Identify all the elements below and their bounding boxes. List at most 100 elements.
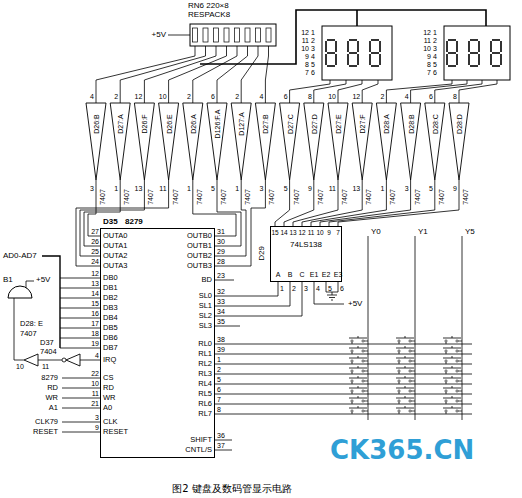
switch-contact <box>398 370 400 372</box>
pin-label: 1 <box>280 285 284 292</box>
pin-label: 5 <box>433 61 437 68</box>
pin-label: DB6 <box>103 334 118 342</box>
pin-label: 9 <box>308 185 312 192</box>
resistor-symbol <box>224 28 229 42</box>
pin-label: 10 <box>159 93 167 100</box>
switch-symbol <box>364 401 368 402</box>
pin-label: 7407 <box>268 189 275 205</box>
connector <box>215 282 278 296</box>
switch-contact <box>362 380 364 382</box>
resistor-symbol <box>256 28 261 42</box>
pin-label: 29 <box>217 248 225 255</box>
switch-symbol <box>358 366 359 368</box>
pin-label: 36 <box>217 432 225 439</box>
wire <box>215 344 472 345</box>
wire <box>215 374 472 375</box>
pin-label: WR <box>46 394 59 402</box>
wire <box>329 180 435 226</box>
pin-label: D27:F <box>359 114 366 133</box>
wire <box>62 398 100 399</box>
switch-contact <box>362 400 364 402</box>
pin-label: 23 <box>217 272 225 279</box>
wire <box>80 360 100 361</box>
switch-contact <box>362 410 364 412</box>
pin-label: D27:C <box>286 114 293 134</box>
pin-label: 7 <box>427 69 431 76</box>
pin-label: CLK <box>103 418 118 426</box>
switch-contact <box>409 370 411 372</box>
switch-contact <box>409 380 411 382</box>
switch-symbol <box>405 386 406 388</box>
switch-contact <box>362 370 364 372</box>
switch-contact <box>398 390 400 392</box>
pin-label: CS <box>103 374 113 382</box>
switch-contact <box>362 340 364 342</box>
bus-line <box>42 256 60 348</box>
pin-label: 2 <box>380 93 384 100</box>
switch-contact <box>409 340 411 342</box>
seven-segment-display <box>444 26 510 80</box>
switch-symbol <box>364 341 368 342</box>
pin-label: 7404 <box>40 348 57 356</box>
segment <box>448 39 456 41</box>
wire <box>215 414 472 415</box>
pin-label: 11 <box>42 363 49 370</box>
pin-label: RL6 <box>198 400 212 408</box>
wire <box>60 338 100 339</box>
segment <box>478 41 480 52</box>
segment <box>470 52 478 54</box>
pin-label: 3 <box>90 185 94 192</box>
buffer-symbol <box>352 103 372 180</box>
segment <box>500 54 502 65</box>
switch-contact <box>351 340 353 342</box>
pin-label: Y0 <box>371 228 381 236</box>
wire <box>60 308 100 309</box>
switch-symbol <box>364 361 368 362</box>
switch-symbol <box>411 411 415 412</box>
switch-contact <box>398 410 400 412</box>
resistor-symbol <box>193 28 198 42</box>
pin-label: RESET <box>103 428 128 436</box>
switch-symbol <box>364 391 368 392</box>
switch-contact <box>445 360 447 362</box>
pin-label: 12 <box>301 29 309 36</box>
pin-label: 4 <box>316 285 320 292</box>
wire <box>76 180 169 266</box>
pin-label: 7407 <box>462 189 469 205</box>
switch-symbol <box>411 401 415 402</box>
switch-contact <box>445 400 447 402</box>
pin-label: RESET <box>33 428 58 436</box>
pin-label: B1 <box>3 276 13 284</box>
pin-label: 7407 <box>244 189 251 205</box>
segment <box>446 54 448 65</box>
pin-label: RL1 <box>198 350 212 358</box>
switch-symbol <box>405 396 406 398</box>
pin-label: 12 <box>91 270 99 277</box>
switch-symbol <box>452 336 453 338</box>
pin-label: 25 <box>91 248 99 255</box>
pin-label: 3 <box>95 414 99 421</box>
switch-contact <box>351 370 353 372</box>
pin-label: 1 <box>114 185 118 192</box>
pin-label: D28: E <box>20 320 43 328</box>
switch-contact <box>351 360 353 362</box>
segment <box>349 39 357 41</box>
switch-contact <box>445 380 447 382</box>
switch-symbol <box>358 406 359 408</box>
pin-label: E3 <box>334 271 343 278</box>
wire <box>435 80 482 103</box>
pin-label: 4 <box>311 53 315 60</box>
pin-label: 9 <box>305 53 309 60</box>
buffer-symbol <box>304 103 324 180</box>
segment <box>335 41 337 52</box>
pin-label: 12 <box>352 93 360 100</box>
pin-label: 4 <box>259 93 263 100</box>
pin-label: 5 <box>429 185 433 192</box>
wire <box>284 180 314 226</box>
pin-label: CLK79 <box>35 418 58 426</box>
wire <box>60 318 100 319</box>
segment <box>347 41 349 52</box>
pin-label: DB1 <box>103 284 118 292</box>
pin-label: 2 <box>311 37 315 44</box>
switch-symbol <box>458 411 462 412</box>
